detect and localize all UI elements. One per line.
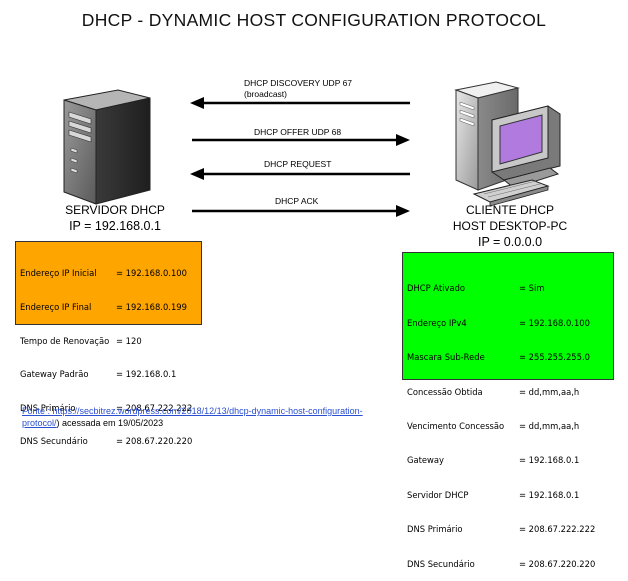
client-config-row: Endereço IPv4= 192.168.0.100: [407, 317, 590, 328]
server-config-row: DNS Secundário= 208.67.220.220: [20, 436, 193, 447]
arrow-discovery: [190, 97, 410, 109]
client-ip: IP = 0.0.0.0: [477, 235, 543, 249]
diagram-title: DHCP - DYNAMIC HOST CONFIGURATION PROTOC…: [81, 10, 547, 30]
client-config-row: Gateway= 192.168.0.1: [407, 455, 580, 466]
server-config-row: Endereço IP Final= 192.168.0.199: [20, 302, 187, 313]
desktop-pc-icon: [454, 81, 561, 207]
source-prefix[interactable]: Fonte :: [22, 406, 53, 416]
server-config-row: Gateway Padrão= 192.168.0.1: [20, 369, 177, 380]
message-label-discovery: DHCP DISCOVERY UDP 67: [244, 78, 353, 88]
client-config-row: Concessão Obtida= dd,mm,aa,h: [407, 386, 580, 397]
server-ip: IP = 192.168.0.1: [69, 219, 161, 233]
server-config-box: Endereço IP Inicial= 192.168.0.100 Ender…: [15, 241, 202, 446]
source-link-part2[interactable]: protocol/: [22, 418, 57, 428]
client-host: HOST DESKTOP-PC: [452, 219, 568, 233]
client-config-row: DHCP Ativado= Sim: [407, 283, 545, 294]
server-config-row: DNS Primário= 208.67.222.222: [20, 402, 193, 413]
server-config-row: Tempo de Renovação= 120: [20, 335, 142, 346]
server-name: SERVIDOR DHCP: [65, 203, 165, 217]
message-label-request: DHCP REQUEST: [264, 159, 332, 169]
server-tower-icon: [63, 89, 151, 205]
client-config-row: DNS Primário= 208.67.222.222: [407, 524, 596, 535]
message-label-discovery-note: (broadcast): [244, 89, 287, 99]
arrow-request: [190, 168, 410, 180]
source-citation: Fonte : https://secbitrez.wordpress.com/…: [22, 405, 452, 429]
client-config-row: Vencimento Concessão= dd,mm,aa,h: [407, 421, 580, 432]
client-name: CLIENTE DHCP: [465, 203, 554, 217]
arrow-offer: [192, 134, 410, 146]
source-accessed-date: ) acessada em 19/05/2023: [56, 418, 164, 428]
client-config-row: Mascara Sub-Rede= 255.255.255.0: [407, 352, 590, 363]
arrow-ack: [192, 205, 410, 217]
client-config-row: Servidor DHCP= 192.168.0.1: [407, 489, 580, 500]
source-link-part1[interactable]: https://secbitrez.wordpress.com/2018/12/…: [52, 406, 363, 416]
message-arrows: [190, 97, 410, 217]
client-config-row: DNS Secundário= 208.67.220.220: [407, 558, 596, 569]
client-config-box: DHCP Ativado= Sim Endereço IPv4= 192.168…: [402, 252, 614, 569]
message-label-offer: DHCP OFFER UDP 68: [254, 127, 342, 137]
message-label-ack: DHCP ACK: [275, 196, 319, 206]
server-config-row: Endereço IP Inicial= 192.168.0.100: [20, 268, 187, 279]
